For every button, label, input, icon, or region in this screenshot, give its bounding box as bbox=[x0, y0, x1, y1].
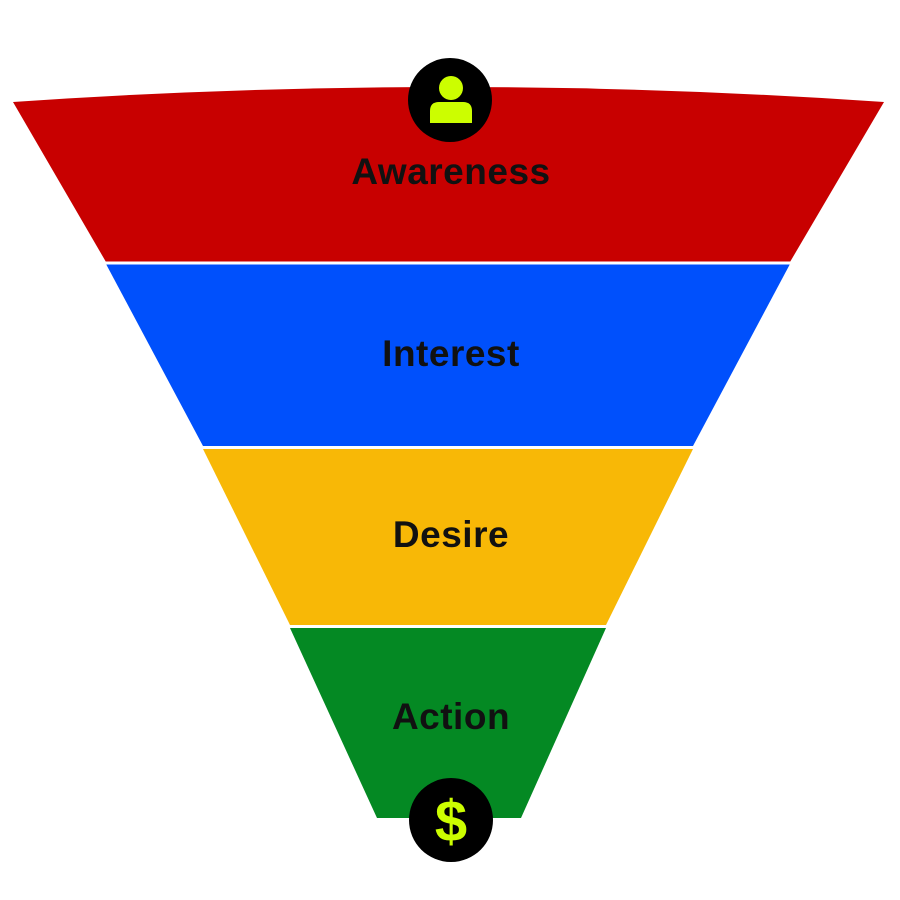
stage-label-action: Action bbox=[392, 696, 510, 737]
funnel-stage-desire bbox=[203, 449, 693, 625]
dollar-glyph: $ bbox=[435, 789, 467, 854]
funnel-stage-awareness bbox=[13, 87, 884, 262]
dollar-icon: $ bbox=[409, 778, 493, 862]
person-icon bbox=[408, 58, 492, 142]
stage-label-desire: Desire bbox=[393, 514, 509, 555]
stage-label-awareness: Awareness bbox=[351, 151, 550, 192]
funnel-stage-interest bbox=[106, 264, 790, 446]
funnel-stage-action bbox=[290, 628, 606, 818]
stage-label-interest: Interest bbox=[382, 333, 520, 374]
